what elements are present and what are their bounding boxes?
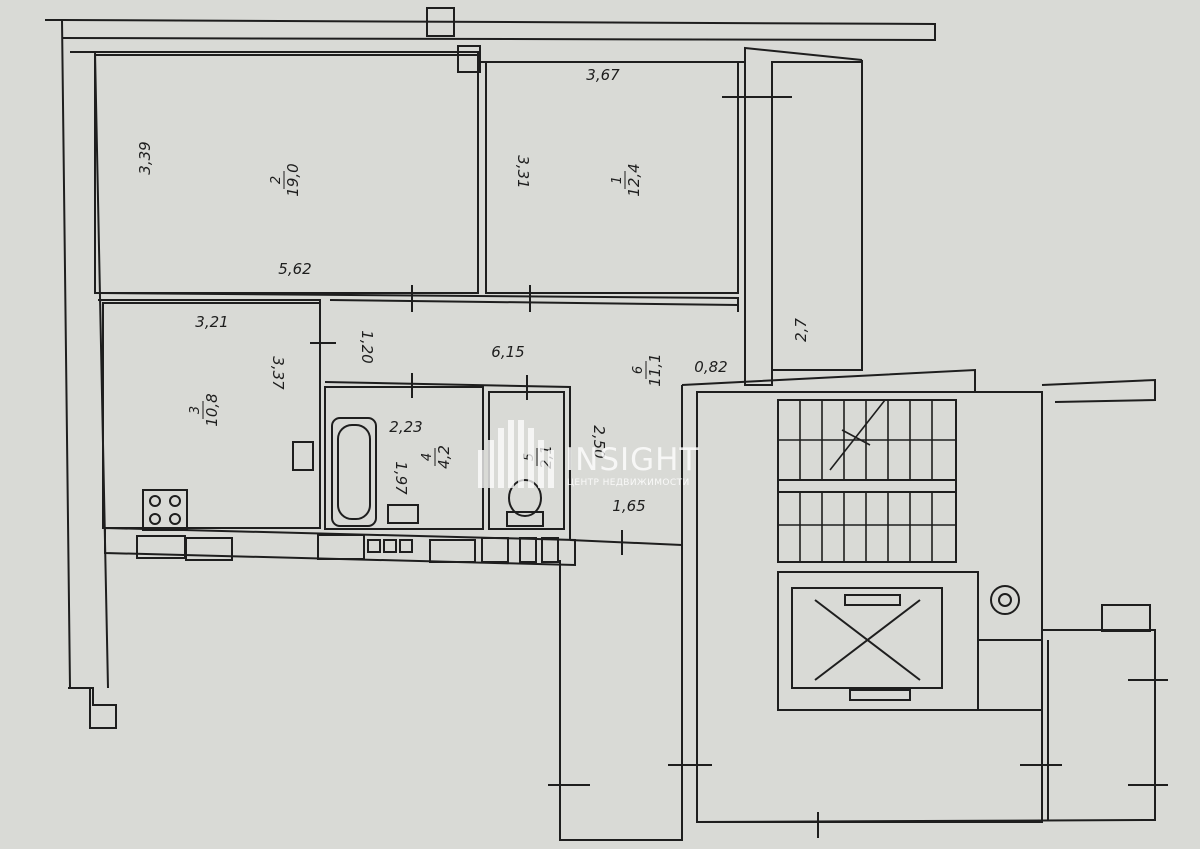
dim-hall-side: 0,82 [694, 358, 727, 376]
room-4-number: 4 [420, 453, 435, 461]
room-1-number: 1 [610, 176, 625, 184]
corridor-east-wall [559, 385, 683, 841]
elevator-sill [849, 689, 911, 701]
room-1-label: 1 12,4 [610, 163, 643, 196]
dim-bath-depth: 1,97 [392, 461, 410, 495]
dim-corridor-width: 1,65 [612, 497, 645, 515]
room-2-area: 19,0 [284, 163, 302, 196]
dim-hall-length: 6,15 [491, 343, 524, 361]
balcony-door-wall [738, 60, 863, 386]
dim-hall-depth: 1,20 [358, 330, 376, 363]
counter-cabinet [317, 534, 365, 560]
insight-logo-bars [478, 420, 554, 488]
north-wall [61, 19, 936, 42]
insight-watermark: INSIGHT ЦЕНТР НЕДВИЖИМОСТИ [478, 420, 699, 488]
bath-sink [387, 504, 419, 524]
wall-column [426, 7, 455, 37]
room-6-label: 6 11,1 [631, 353, 664, 386]
fixtures [142, 417, 544, 531]
door-marks [310, 80, 1168, 838]
kitchen-counter [104, 526, 576, 567]
hall-north-wall [97, 292, 739, 312]
toilet-tank [506, 511, 544, 527]
room-3-outline [102, 302, 321, 529]
stairwell-shell [681, 368, 1156, 823]
stove-burner [169, 495, 181, 507]
room-3-label: 3 10,8 [188, 393, 221, 426]
room-1-outline [485, 61, 739, 294]
walls [45, 7, 1156, 841]
stove-burner [149, 513, 161, 525]
counter-cabinet [399, 539, 413, 553]
counter-cabinet [185, 537, 233, 561]
stair-flight [777, 491, 957, 563]
wall-column [457, 45, 481, 73]
dim-room3-height: 3,37 [269, 356, 287, 390]
elevator-door [844, 594, 901, 606]
room-4-area: 4,2 [435, 445, 453, 469]
dim-room1-height: 3,31 [514, 155, 532, 188]
watermark-tagline: ЦЕНТР НЕДВИЖИМОСТИ [567, 478, 690, 488]
counter-cabinet [481, 537, 509, 563]
room-3-number: 3 [188, 406, 203, 414]
room-1-area: 12,4 [625, 163, 643, 196]
hall-north-wall-c [329, 299, 739, 306]
kitchen-sink [292, 441, 314, 471]
wet-zone-wall [324, 381, 571, 540]
dim-room2-height: 3,39 [136, 141, 154, 174]
east-cabinet [1101, 604, 1151, 632]
dim-corridor-length: 2,50 [590, 425, 608, 458]
stair-treads [778, 399, 956, 562]
corridor-south-wall [569, 539, 683, 546]
west-wall [45, 19, 117, 729]
room-4-label: 4 4,2 [420, 445, 453, 469]
counter-cabinet [367, 539, 381, 553]
room-2-outline [94, 54, 479, 294]
stove-burner [169, 513, 181, 525]
counter-cabinet [383, 539, 397, 553]
dim-room2-width: 5,62 [278, 260, 311, 278]
balcony-area: 2,7 [792, 318, 810, 342]
bathtub [331, 417, 377, 527]
room-3-area: 10,8 [203, 393, 221, 426]
counter-cabinet [541, 537, 559, 563]
counter-cabinet [429, 539, 476, 563]
toilet [508, 479, 542, 517]
elevator-car [791, 587, 943, 689]
elevator-cross [814, 599, 921, 681]
room-6-number: 6 [631, 366, 646, 374]
dim-room1-width: 3,67 [586, 66, 620, 84]
counter-cabinet [519, 537, 537, 563]
east-room-wall [978, 639, 1049, 820]
dim-room3-width: 3,21 [195, 313, 228, 331]
stove [142, 489, 188, 531]
dim-bath-width: 2,23 [389, 418, 422, 436]
room-6-area: 11,1 [646, 353, 664, 386]
riser-pipe [990, 585, 1020, 615]
east-wing-wall [1041, 378, 1156, 403]
room-2-label: 2 19,0 [269, 163, 302, 196]
dimension-labels: 3,39 5,62 3,67 3,31 3,21 3,37 1,20 6,15 … [136, 66, 728, 515]
room-2-number: 2 [269, 176, 284, 184]
stove-burner [149, 495, 161, 507]
riser-pipe-inner [998, 593, 1012, 607]
bathtub-inner [337, 424, 371, 520]
watermark-brand: INSIGHT [565, 442, 699, 478]
